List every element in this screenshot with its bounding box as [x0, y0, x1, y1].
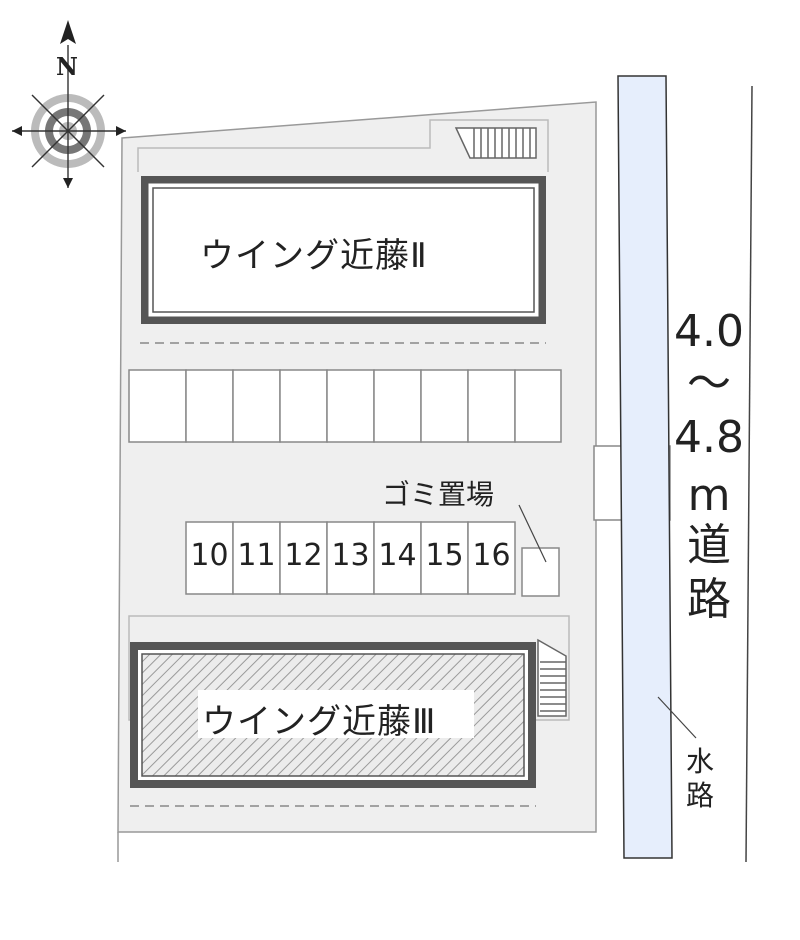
- parking-number: 14: [378, 538, 417, 573]
- waterway-label-2: 路: [686, 779, 715, 812]
- compass-icon: [12, 20, 126, 188]
- parking-spot[interactable]: [128, 369, 187, 443]
- parking-spot[interactable]: [420, 521, 469, 595]
- road-width-bottom: 4.8: [674, 412, 744, 463]
- road-word-2: 路: [687, 574, 731, 625]
- building-top[interactable]: [141, 176, 546, 324]
- top-path: [137, 119, 549, 172]
- parking-lower-row: [185, 521, 516, 595]
- road-word-1: 道: [687, 520, 731, 571]
- road-width-top: 4.0: [674, 306, 744, 357]
- parking-number: 15: [425, 538, 464, 573]
- parking-spot[interactable]: [185, 521, 234, 595]
- parking-spot[interactable]: [514, 369, 562, 443]
- parking-spot[interactable]: [373, 369, 422, 443]
- garbage-area[interactable]: [521, 547, 560, 597]
- bottom-stairs: [537, 638, 567, 717]
- compass-north-label: N: [56, 52, 78, 81]
- parking-number: 11: [237, 538, 276, 573]
- building-top-name: ウイング近藤Ⅱ: [200, 236, 428, 276]
- parking-number: 16: [472, 538, 511, 573]
- parking-spot[interactable]: [467, 369, 516, 443]
- top-stairs: [454, 127, 537, 159]
- parking-upper-row: [128, 369, 562, 443]
- building-bottom-name: ウイング近藤Ⅲ: [202, 702, 437, 742]
- road-unit: m: [687, 470, 731, 521]
- parking-number: 13: [331, 538, 370, 573]
- waterway[interactable]: [617, 75, 673, 859]
- parking-spot[interactable]: [279, 521, 328, 595]
- parking-spot[interactable]: [185, 369, 234, 443]
- parking-spot[interactable]: [420, 369, 469, 443]
- garbage-label: ゴミ置場: [382, 478, 495, 511]
- parking-spot[interactable]: [467, 521, 516, 595]
- road-width-tilde: ～: [687, 358, 731, 409]
- parking-spot[interactable]: [232, 521, 281, 595]
- parking-spot[interactable]: [279, 369, 328, 443]
- parking-number: 12: [284, 538, 323, 573]
- building-bottom[interactable]: [130, 642, 536, 788]
- parking-number: 10: [190, 538, 229, 573]
- road-edge: [745, 85, 753, 863]
- parking-spot[interactable]: [326, 521, 375, 595]
- waterway-label-1: 水: [686, 745, 715, 778]
- parking-spot[interactable]: [232, 369, 281, 443]
- waterway-leader: [657, 696, 697, 739]
- parking-spot[interactable]: [326, 369, 375, 443]
- parking-spot[interactable]: [373, 521, 422, 595]
- garbage-leader: [518, 504, 547, 563]
